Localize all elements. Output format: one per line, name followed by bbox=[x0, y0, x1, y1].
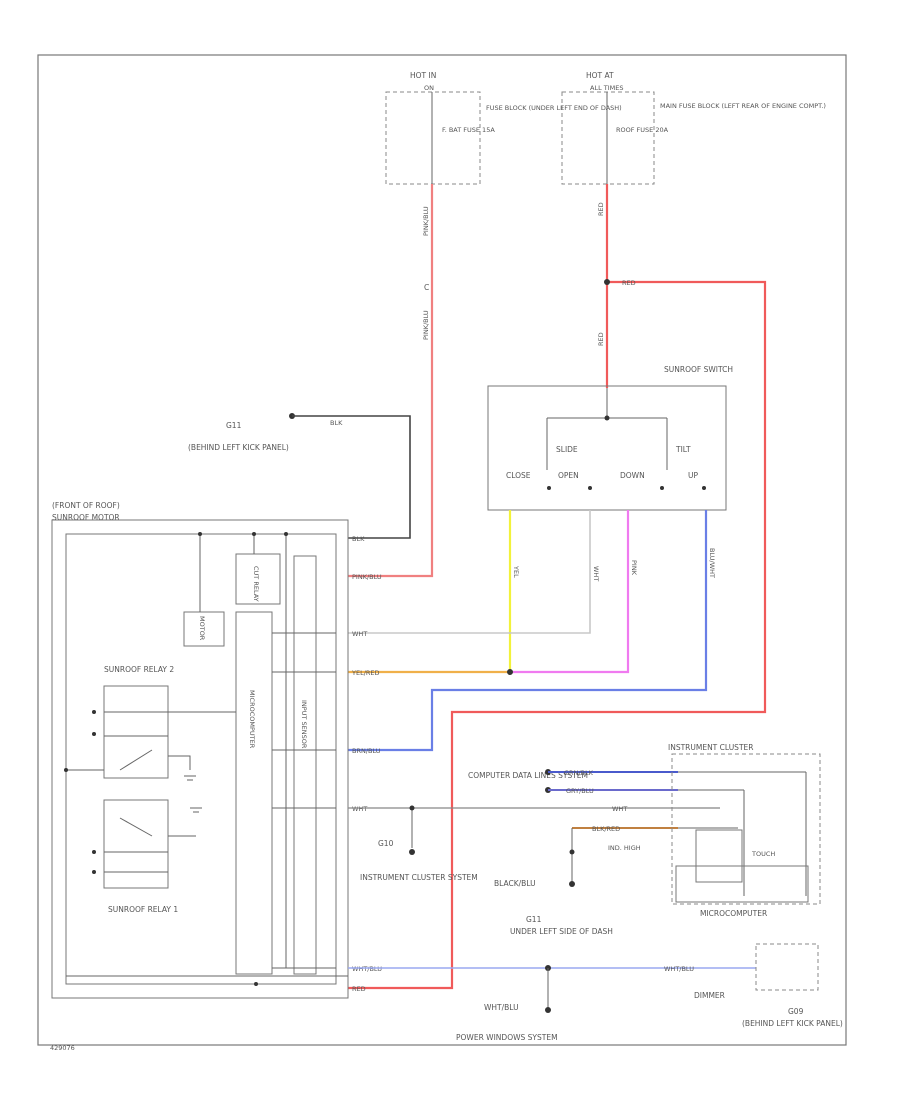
wire-red-top-label: RED bbox=[597, 202, 605, 216]
fuse-right-label: ROOF FUSE 20A bbox=[616, 126, 669, 134]
fuse-left-desc: FUSE BLOCK (UNDER LEFT END OF DASH) bbox=[486, 104, 622, 112]
cl-wire1-label: GRN/BLK bbox=[564, 769, 594, 777]
pin-blk-label: BLK bbox=[352, 535, 365, 543]
wire-wht-label: WHT bbox=[592, 566, 600, 581]
power-windows-label: POWER WINDOWS SYSTEM bbox=[456, 1033, 558, 1042]
input-sensor-label: INPUT SENSOR bbox=[300, 700, 308, 749]
switch-up-label: UP bbox=[688, 471, 698, 480]
microcomputer-label: MICROCOMPUTER bbox=[248, 690, 256, 749]
wire-pnk-label: PINK bbox=[630, 560, 638, 576]
fuse-left-label: F. BAT FUSE 15A bbox=[442, 126, 495, 134]
g10-label: G10 bbox=[378, 839, 394, 848]
wire-white bbox=[348, 510, 591, 634]
pin-whtblu-label: WHT/BLU bbox=[352, 965, 382, 973]
motor-label: MOTOR bbox=[198, 616, 206, 641]
instr-cluster-system-label: INSTRUMENT CLUSTER SYSTEM bbox=[360, 873, 478, 882]
fuse-right-desc: MAIN FUSE BLOCK (LEFT REAR OF ENGINE COM… bbox=[660, 102, 826, 110]
blk-blu-label: BLACK/BLU bbox=[494, 879, 536, 888]
relay2-label: SUNROOF RELAY 2 bbox=[104, 665, 174, 674]
wire-red-loop bbox=[348, 280, 767, 990]
wire-blu-label: BLU/WHT bbox=[708, 548, 716, 578]
hot-in-label: HOT IN bbox=[410, 71, 436, 80]
sunroof-switch: SUNROOF SWITCH SLIDE TILT CLOSE OPEN DOW… bbox=[487, 365, 733, 511]
switch-down-label: DOWN bbox=[620, 471, 645, 480]
cl-wire4-label: BLK/RED bbox=[592, 825, 620, 833]
computer-data-label: COMPUTER DATA LINES SYSTEM bbox=[468, 771, 588, 780]
switch-slide-label: SLIDE bbox=[556, 445, 578, 454]
g11b-label: G11 bbox=[526, 915, 542, 924]
hot-in-sub-label: ON bbox=[424, 84, 434, 92]
sunroof-motor-label: SUNROOF MOTOR bbox=[52, 513, 120, 522]
ic-touch-label: TOUCH bbox=[751, 850, 775, 858]
wire-pink-blu-feed bbox=[348, 184, 434, 578]
fuse-block-left: HOT IN ON F. BAT FUSE 15A FUSE BLOCK (UN… bbox=[385, 71, 622, 185]
switch-tilt-label: TILT bbox=[675, 445, 691, 454]
cut-relay-label: CUT RELAY bbox=[252, 566, 260, 602]
wht-blu-bottom-label: WHT/BLU bbox=[484, 1003, 519, 1012]
g11b-desc: UNDER LEFT SIDE OF DASH bbox=[510, 927, 613, 936]
wire-pink-top-label: PINK/BLU bbox=[422, 206, 430, 236]
fuse-block-right: HOT AT ALL TIMES ROOF FUSE 20A MAIN FUSE… bbox=[561, 71, 826, 185]
ic-micro-label: MICROCOMPUTER bbox=[700, 909, 767, 918]
pin-wht1-label: WHT bbox=[352, 630, 367, 638]
wire-blk-top-label: BLK bbox=[330, 419, 343, 427]
cl-wire2-label: GRY/BLU bbox=[566, 787, 594, 795]
ground-g11-desc: (BEHIND LEFT KICK PANEL) bbox=[188, 443, 289, 452]
instrument-cluster-label: INSTRUMENT CLUSTER bbox=[668, 743, 753, 752]
hot-at-sub-label: ALL TIMES bbox=[590, 84, 623, 92]
relay1-label: SUNROOF RELAY 1 bbox=[108, 905, 178, 914]
pin-wht2-label: WHT bbox=[352, 805, 367, 813]
ground-g11-label: G11 bbox=[226, 421, 242, 430]
connector-c-label: C bbox=[424, 283, 429, 292]
pin-pnkblu-label: PINK/BLU bbox=[352, 573, 382, 581]
wire-yel-label: YEL bbox=[512, 565, 520, 578]
g09-label: G09 bbox=[788, 1007, 804, 1016]
cl-wire3-label: WHT bbox=[612, 805, 627, 813]
front-of-roof-label: (FRONT OF ROOF) bbox=[52, 501, 120, 510]
pin-red-label: RED bbox=[352, 985, 366, 993]
diagram-frame bbox=[37, 54, 847, 1046]
g09-desc: (BEHIND LEFT KICK PANEL) bbox=[742, 1019, 843, 1028]
wire-red-mid-label: RED bbox=[597, 332, 605, 346]
dimmer-box bbox=[755, 943, 819, 991]
pin-yelred-label: YEL/RED bbox=[351, 669, 380, 677]
switch-close-label: CLOSE bbox=[506, 471, 531, 480]
wire-pink bbox=[510, 510, 630, 674]
dimmer-label: DIMMER bbox=[694, 991, 725, 1000]
hot-at-label: HOT AT bbox=[586, 71, 614, 80]
switch-open-label: OPEN bbox=[558, 471, 579, 480]
pin-brnblu-label: BRN/BLU bbox=[352, 747, 381, 755]
sunroof-switch-label: SUNROOF SWITCH bbox=[664, 365, 733, 374]
wire-pink-mid-label: PINK/BLU bbox=[422, 310, 430, 340]
wire-blue bbox=[348, 510, 708, 752]
ic-label2: IND. HIGH bbox=[608, 844, 641, 852]
corner-code: 429076 bbox=[50, 1044, 75, 1052]
instrument-cluster-box: INSTRUMENT CLUSTER TOUCH MICROCOMPUTER bbox=[668, 743, 821, 918]
ground-g11-top: BLK G11 (BEHIND LEFT KICK PANEL) bbox=[188, 413, 411, 539]
wire-red-right-label: RED bbox=[622, 279, 636, 287]
sunroof-motor: (FRONT OF ROOF) SUNROOF MOTOR CUT RELAY … bbox=[51, 501, 349, 999]
wht-blu-right-label: WHT/BLU bbox=[664, 965, 694, 973]
